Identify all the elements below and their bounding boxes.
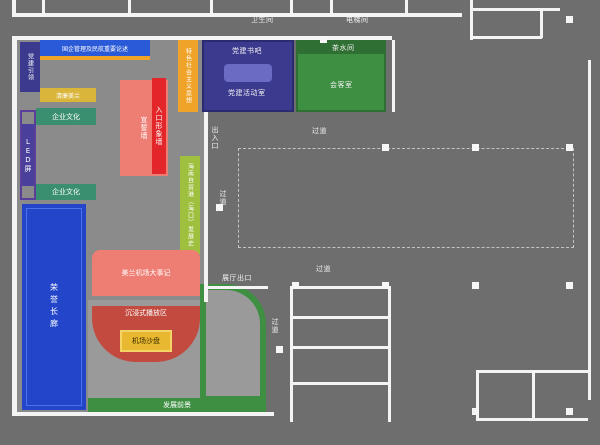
meilan-events-panel: 美兰机场大事记 [92,250,200,296]
corridor-label-2: 过道 [219,190,227,206]
tea-room [296,40,386,54]
top-wall-notch-3 [210,0,213,13]
far-right-room-left [476,370,479,420]
pillar [320,36,327,43]
pillar [472,144,479,151]
pillar [566,282,573,289]
pillar [382,282,389,289]
entrance-image-wall-panel: 入口形象墙 [152,78,166,174]
reception-room-label: 会客室 [330,81,353,89]
far-right-room-bottom [476,418,588,421]
right-top-block-2 [470,8,560,11]
right-open-area [238,148,574,248]
party-guide-panel: 党建引领 [20,42,40,92]
development-vision-inner [206,290,260,396]
right-top-block [470,0,473,40]
lower-room-wall-top [290,286,390,289]
pillar [216,204,223,211]
airport-model-panel: 机场沙盘 [120,330,172,352]
lower-room-wall-mid2 [290,346,390,349]
top-wall-notch-1 [42,0,45,13]
pillar [472,282,479,289]
soe-wall-band [40,56,150,60]
party-bookbar-furniture [224,64,272,82]
tea-room-label: 茶水间 [332,44,355,52]
hall-wall-top [12,36,392,40]
hall-exit-label: 展厅出口 [222,274,252,282]
top-wall-notch-6 [405,0,408,13]
special-socialism-panel: 特色社会主义思想 [178,40,198,112]
pillar [566,408,573,415]
right-top-block-3 [540,8,543,38]
elevator-room-label: 电梯间 [346,16,369,24]
lower-room-wall-mid3 [290,382,390,385]
honest-meilan-panel: 清廉美兰 [40,88,96,102]
right-top-block-4 [470,36,542,39]
entrance-wall [204,112,208,302]
top-wall-notch-4 [290,0,293,13]
led-screen-frame [20,110,36,200]
soe-management-panel: 国企管理及民航重要论述 [40,40,150,56]
immersive-area-label: 沉浸式播放区 [125,309,167,317]
top-wall-notch-5 [330,0,333,13]
pillar [276,346,283,353]
corridor-label-4: 过道 [271,318,279,334]
pillar [292,282,299,289]
hainan-ftp-history-panel: 海南自贸港（海口）发展史 [180,156,200,254]
party-bookbar-label: 党建书吧 [232,47,262,55]
hall-wall-bottom [12,412,274,416]
pillar [472,408,479,415]
top-wall-notch-2 [128,0,131,13]
lower-room-wall-left [290,286,293,422]
exit-wall [206,286,268,289]
hall-wall-left [12,36,17,416]
corridor-label-3: 过道 [316,265,331,273]
immersive-area-panel: 沉浸式播放区 [92,306,200,320]
right-divider-top [392,40,395,112]
far-right-room-mid [532,370,535,420]
corridor-label-1: 过道 [312,127,327,135]
right-wall-upper [588,60,591,400]
corporate-culture-panel-2: 企业文化 [36,184,96,200]
pillar [566,16,573,23]
pillar [566,144,573,151]
party-activity-label: 党建活动室 [228,89,266,97]
corporate-culture-panel-1: 企业文化 [36,108,96,125]
pillar [382,144,389,151]
honor-gallery-panel: 荣誉长廊 [22,204,86,410]
restroom-label: 卫生间 [251,16,274,24]
entrance-label: 出入口 [211,126,219,150]
lower-room-wall-mid [290,316,390,319]
top-wall-left [12,0,16,16]
led-screen-panel: LED屏 [20,124,36,186]
lower-room-wall-right [388,286,391,422]
top-wall-strip [12,13,462,17]
honor-gallery-inner [26,208,82,406]
